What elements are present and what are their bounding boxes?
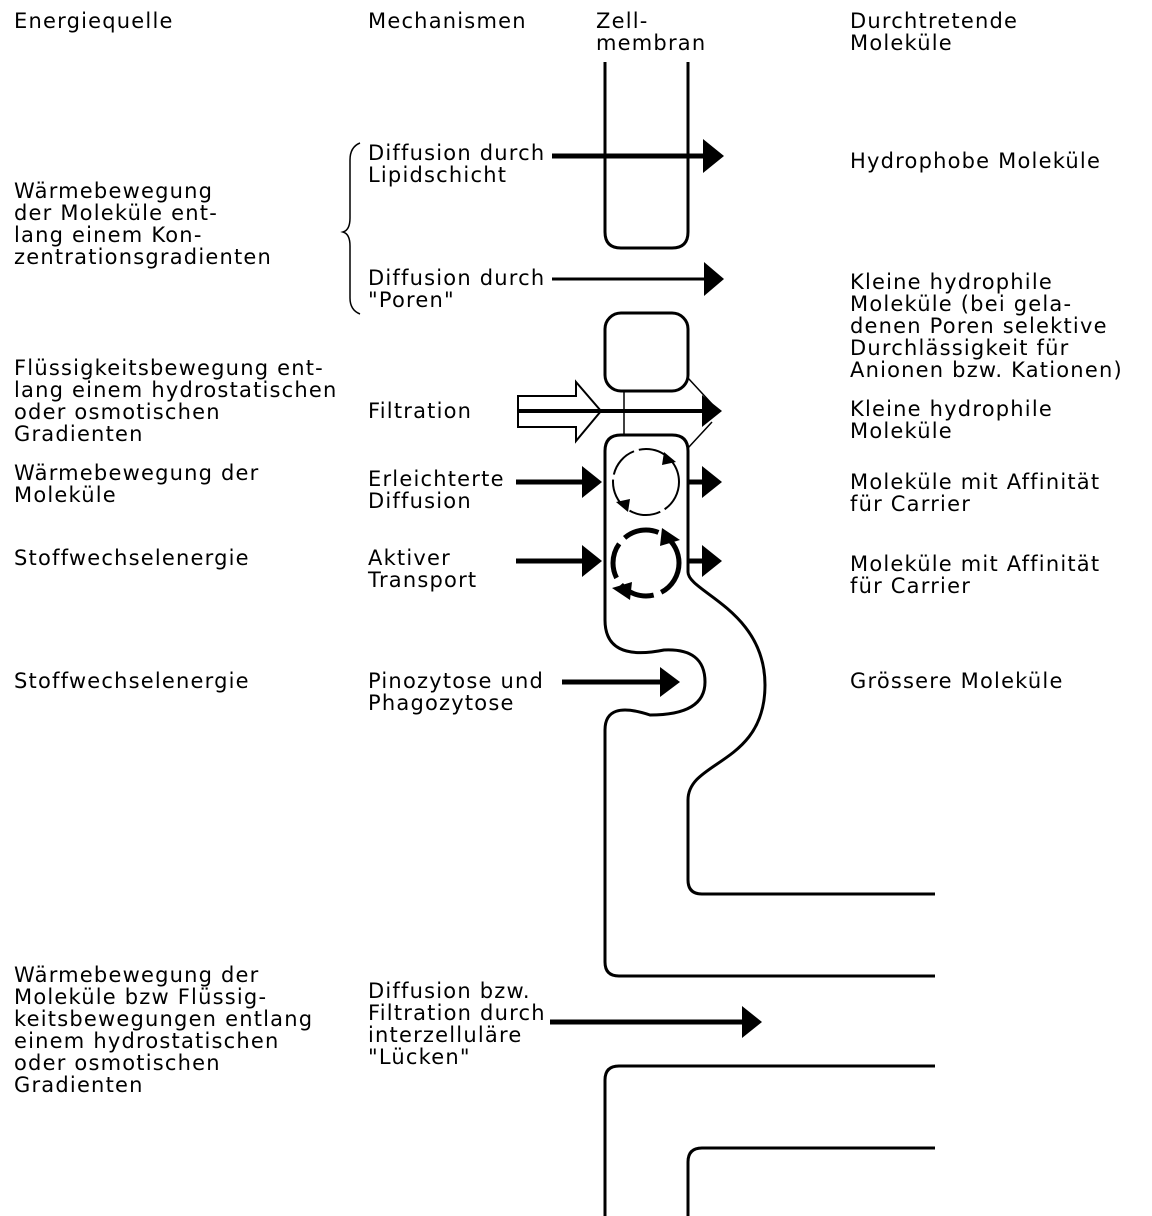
shared-energy-label-line-1: Wärmebewegung <box>14 179 213 203</box>
header-membrane: Zell-membran <box>596 9 706 55</box>
mechanism-pore-diffusion: Diffusion durch"Poren" <box>368 266 545 312</box>
shared-energy-label-line-3: lang einem Kon- <box>14 223 203 247</box>
header-mechanisms: Mechanismen <box>368 9 527 33</box>
mechanism-pore-diffusion-line-1: Diffusion durch <box>368 266 545 290</box>
filtration-pore-edge-bottom <box>688 422 712 448</box>
arrow-head-facilitated-out <box>702 466 722 498</box>
header-membrane-line-2: membran <box>596 31 706 55</box>
mechanism-filtration: Filtration <box>368 399 472 423</box>
arrow-head-lipid <box>703 139 724 173</box>
header-energy-source-line-1: Energiequelle <box>14 9 174 33</box>
energy-filtration-line-4: Gradienten <box>14 422 144 446</box>
arrow-head-intercellular <box>742 1006 762 1038</box>
mechanism-pinocytosis-line-2: Phagozytose <box>368 691 515 715</box>
curly-brace <box>343 143 360 314</box>
energy-pinocytosis-line-1: Stoffwechselenergie <box>14 669 250 693</box>
energy-filtration-line-1: Flüssigkeitsbewegung ent- <box>14 356 324 380</box>
mechanism-active-transport-line-1: Aktiver <box>368 546 451 570</box>
header-molecules-line-1: Durchtretende <box>850 9 1018 33</box>
mechanism-intercellular-line-1: Diffusion bzw. <box>368 979 531 1003</box>
membrane-lower-segment-left <box>605 1066 935 1216</box>
energy-intercellular-line-2: Moleküle bzw Flüssig- <box>14 985 267 1009</box>
molecules-small-hydrophilic-pores-line-4: Durchlässigkeit für <box>850 336 1069 360</box>
molecules-small-hydrophilic-line-2: Moleküle <box>850 419 953 443</box>
mechanism-intercellular-line-2: Filtration durch <box>368 1001 546 1025</box>
molecules-larger-line-1: Grössere Moleküle <box>850 669 1064 693</box>
mechanism-filtration-line-1: Filtration <box>368 399 472 423</box>
mechanism-facilitated-diffusion-line-2: Diffusion <box>368 489 472 513</box>
energy-intercellular-line-6: Gradienten <box>14 1073 144 1097</box>
arrow-head-pinocytosis <box>660 667 680 697</box>
molecules-hydrophobic-line-1: Hydrophobe Moleküle <box>850 149 1101 173</box>
energy-filtration-line-3: oder osmotischen <box>14 400 221 424</box>
membrane-lower-segment-right <box>688 1148 935 1216</box>
arrow-head-pores <box>704 262 724 296</box>
energy-intercellular-line-4: einem hydrostatischen <box>14 1029 280 1053</box>
molecules-small-hydrophilic-pores-line-5: Anionen bzw. Kationen) <box>850 358 1123 382</box>
energy-intercellular-line-5: oder osmotischen <box>14 1051 221 1075</box>
arrow-head-facilitated-in <box>582 466 602 498</box>
energy-active-line-1: Stoffwechselenergie <box>14 546 250 570</box>
mechanism-facilitated-diffusion-line-1: Erleichterte <box>368 467 505 491</box>
mechanism-lipid-diffusion-line-2: Lipidschicht <box>368 163 507 187</box>
filtration-pore-edge-top <box>688 378 712 404</box>
mechanism-active-transport-line-2: Transport <box>367 568 477 592</box>
mechanism-intercellular-line-3: interzelluläre <box>368 1023 522 1047</box>
shared-energy-label-line-4: zentrationsgradienten <box>14 245 272 269</box>
mechanism-intercellular-line-4: "Lücken" <box>368 1045 471 1069</box>
arrow-head-active-in <box>582 545 602 577</box>
mechanism-pinocytosis-line-1: Pinozytose und <box>368 669 544 693</box>
mechanism-pore-diffusion-line-2: "Poren" <box>368 288 455 312</box>
energy-facilitated-line-2: Moleküle <box>14 483 117 507</box>
energy-facilitated-line-1: Wärmebewegung der <box>14 461 260 485</box>
header-energy-source: Energiequelle <box>14 9 174 33</box>
energy-active: Stoffwechselenergie <box>14 546 250 570</box>
energy-intercellular-line-3: keitsbewegungen entlang <box>14 1007 313 1031</box>
molecules-small-hydrophilic-line-1: Kleine hydrophile <box>850 397 1053 421</box>
molecules-small-hydrophilic-pores-line-2: Moleküle (bei gela- <box>850 292 1072 316</box>
molecules-hydrophobic: Hydrophobe Moleküle <box>850 149 1101 173</box>
energy-intercellular-line-1: Wärmebewegung der <box>14 963 260 987</box>
shared-energy-label-line-2: der Moleküle ent- <box>14 201 218 225</box>
header-membrane-line-1: Zell- <box>596 9 649 33</box>
energy-filtration: Flüssigkeitsbewegung ent-lang einem hydr… <box>14 356 338 446</box>
molecules-carrier-affinity-2-line-1: Moleküle mit Affinität <box>850 552 1100 576</box>
header-mechanisms-line-1: Mechanismen <box>368 9 527 33</box>
header-molecules-line-2: Moleküle <box>850 31 953 55</box>
molecules-carrier-affinity-1-line-2: für Carrier <box>850 492 971 516</box>
arrow-head-active-out <box>702 545 722 577</box>
molecules-larger: Grössere Moleküle <box>850 669 1064 693</box>
membrane-pore-block <box>605 313 688 391</box>
mechanism-lipid-diffusion-line-1: Diffusion durch <box>368 141 545 165</box>
molecules-carrier-affinity-2-line-2: für Carrier <box>850 574 971 598</box>
energy-filtration-line-2: lang einem hydrostatischen <box>14 378 338 402</box>
molecules-small-hydrophilic-pores-line-1: Kleine hydrophile <box>850 270 1053 294</box>
molecules-small-hydrophilic-pores-line-3: denen Poren selektive <box>850 314 1108 338</box>
molecules-carrier-affinity-1-line-1: Moleküle mit Affinität <box>850 470 1100 494</box>
energy-pinocytosis: Stoffwechselenergie <box>14 669 250 693</box>
